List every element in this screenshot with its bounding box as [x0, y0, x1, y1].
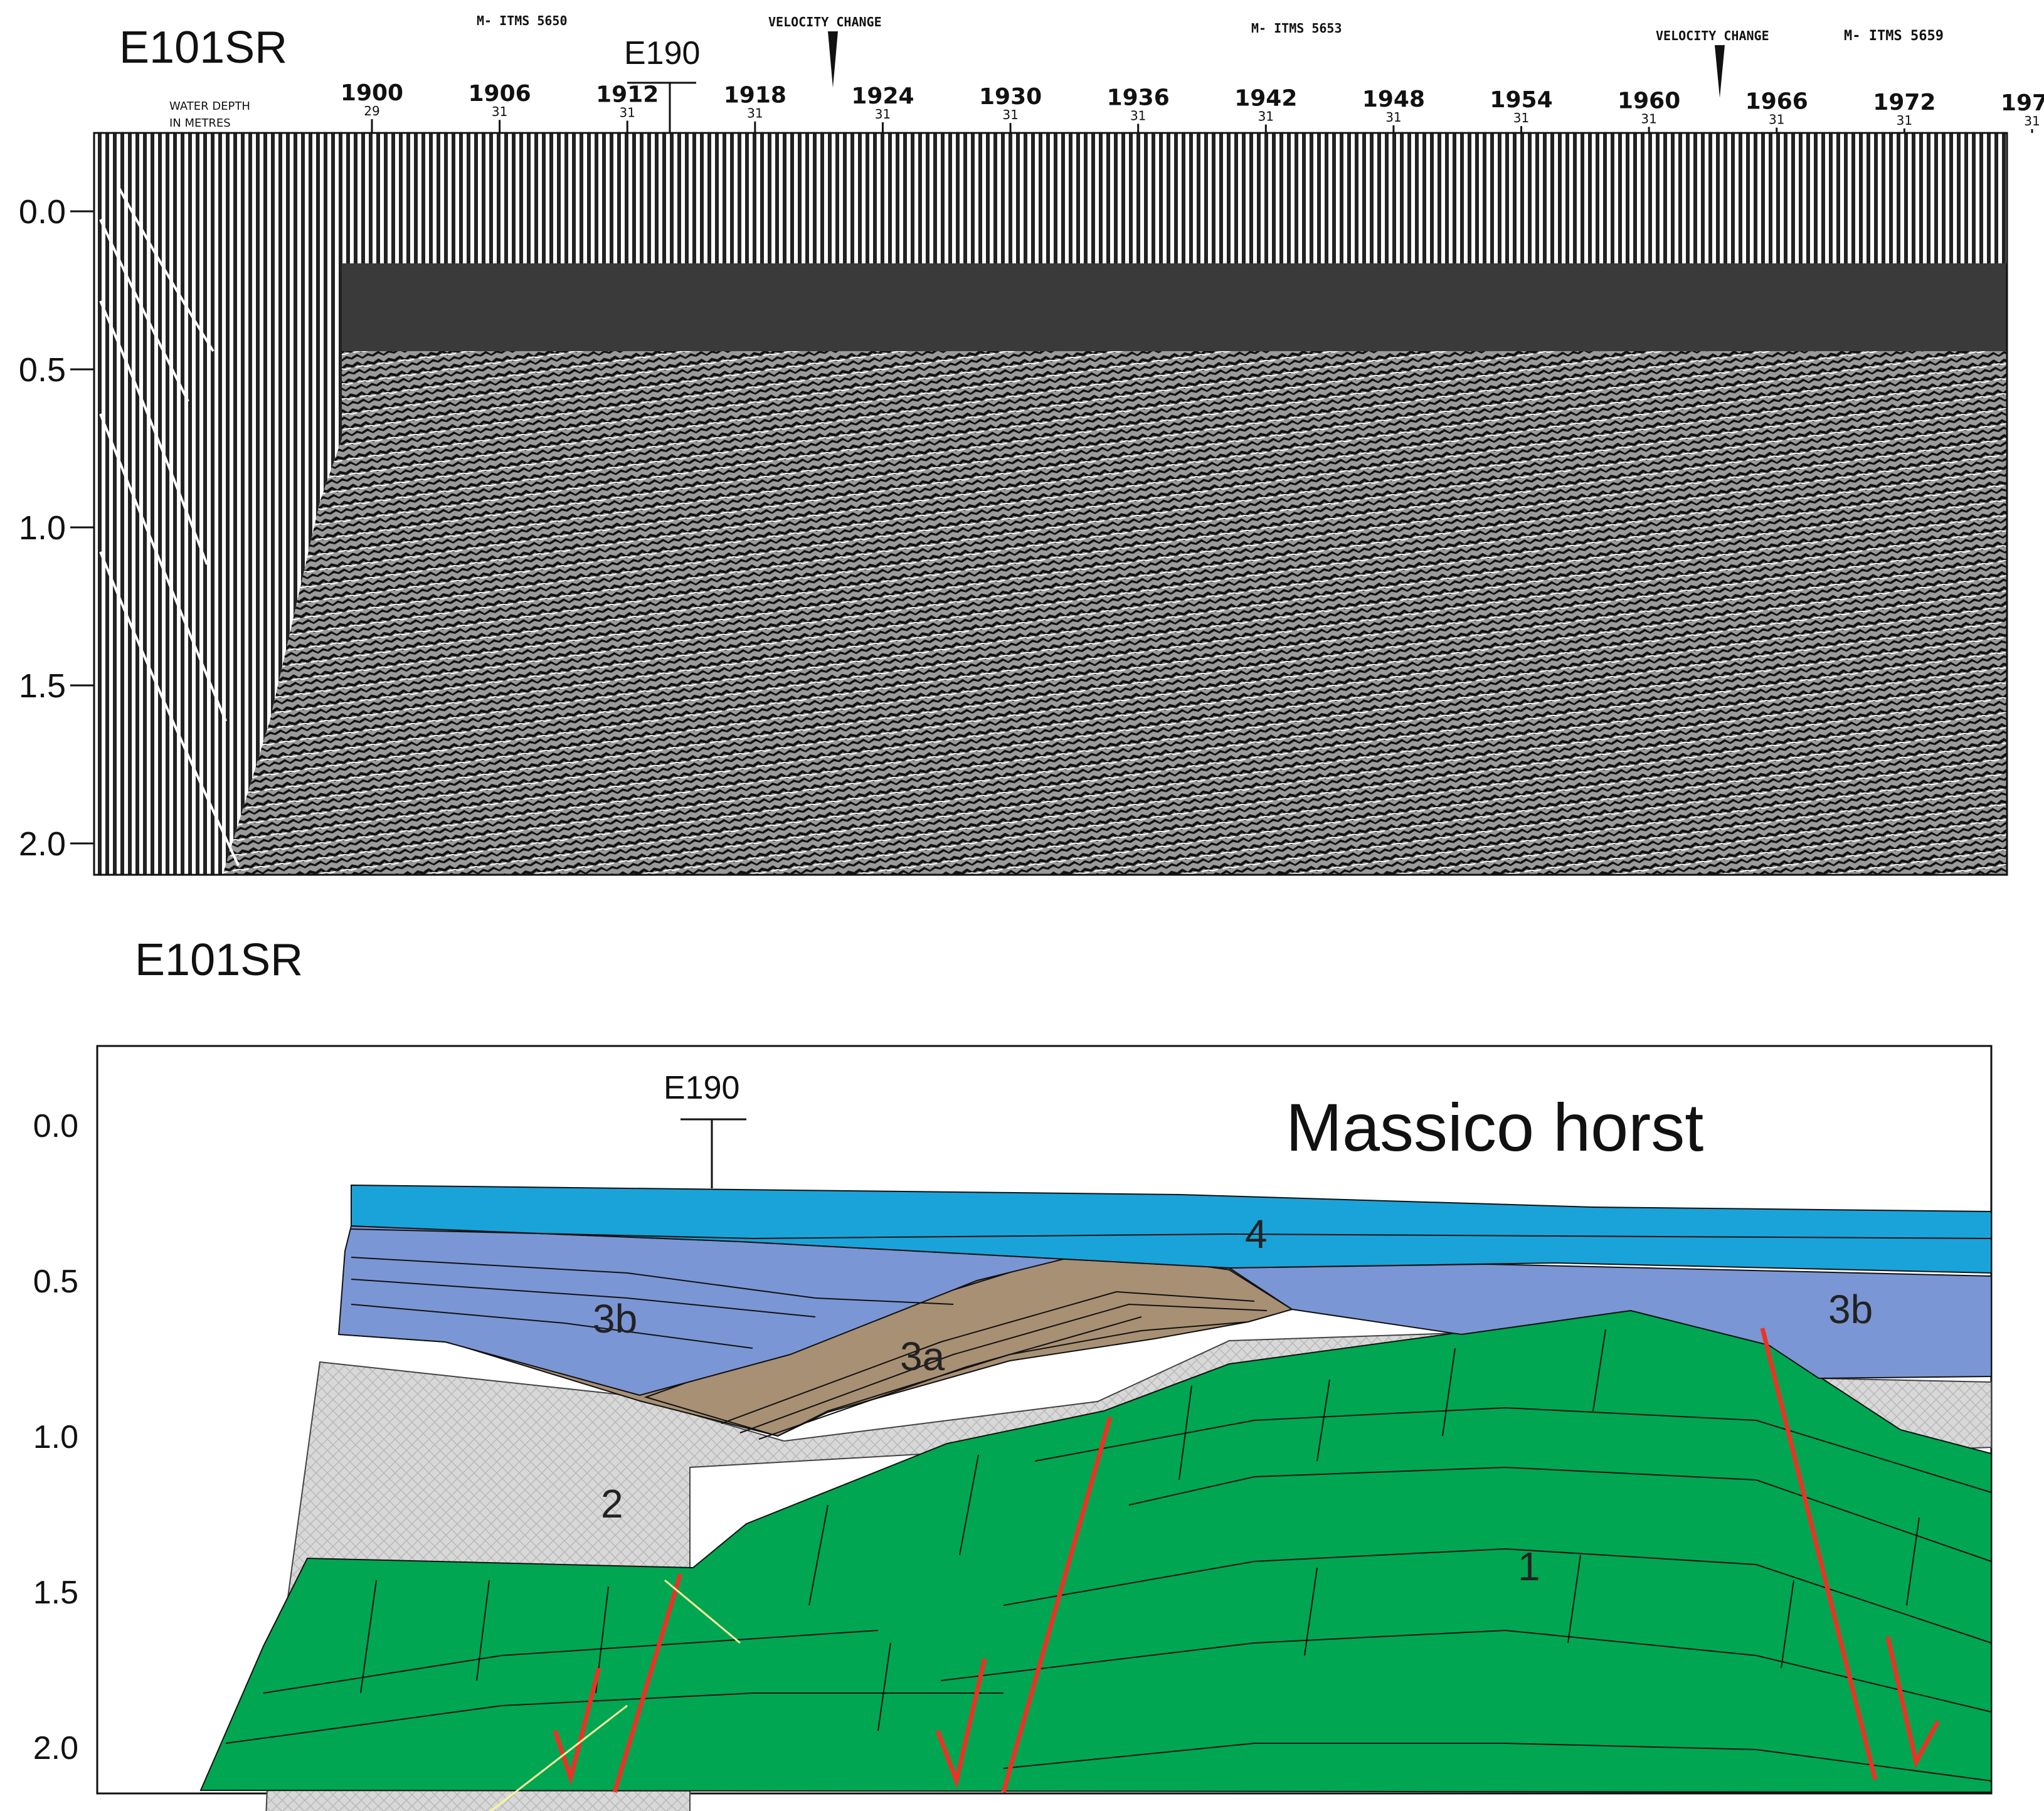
water-depth-value: 31	[2024, 114, 2040, 129]
water-depth-value: 31	[492, 104, 507, 119]
time-axis-label: 2.0	[33, 1730, 78, 1766]
cdp-station-labels: 1900291906311912311918311924311930311936…	[341, 80, 2044, 133]
cdp-label: 1930	[979, 84, 1042, 110]
fault-lines	[612, 1328, 1878, 1793]
velocity-change-label-left: VELOCITY CHANGE	[768, 14, 882, 29]
water-depth-value: 31	[1769, 112, 1784, 127]
time-axis-label: 0.5	[33, 1264, 78, 1300]
cdp-label: 1924	[851, 83, 914, 109]
interpretation-panel: E101SR 0.0 0.5 1.0 1.5 2.0	[33, 935, 1993, 1811]
top-panel-title: E101SR	[119, 23, 287, 73]
top-time-axis: 0.0 0.5 1.0 1.5 2.0	[19, 193, 94, 863]
water-depth-value: 31	[1258, 109, 1274, 124]
top-well-marker	[627, 82, 696, 140]
cdp-label: 1912	[596, 82, 659, 107]
time-axis-label: 2.0	[19, 825, 66, 863]
water-depth-value: 31	[1641, 111, 1656, 126]
time-axis-label: 1.0	[19, 509, 66, 547]
time-axis-label: 1.5	[19, 667, 66, 705]
cdp-label: 1906	[469, 81, 531, 107]
time-axis-label: 1.5	[33, 1575, 78, 1611]
unit-3b-label-left: 3b	[593, 1296, 637, 1341]
internal-reflectors	[225, 1228, 1992, 1782]
bottom-well-marker	[680, 1118, 746, 1188]
cdp-label: 1978	[2001, 90, 2044, 116]
m-itms-label-mid: M- ITMS 5653	[1251, 21, 1342, 36]
cdp-label: 1954	[1490, 87, 1552, 113]
seismic-mute-zone	[94, 133, 342, 875]
fault-highlights	[489, 1579, 741, 1811]
structure-label: Massico horst	[1286, 1089, 1703, 1165]
water-depth-value: 31	[1513, 110, 1529, 125]
velocity-change-arrow-left	[828, 31, 838, 88]
unit-2-label: 2	[601, 1481, 623, 1526]
seismic-reflections	[223, 351, 2007, 875]
cdp-label: 1960	[1618, 88, 1680, 114]
m-itms-label-left: M- ITMS 5650	[477, 13, 568, 28]
unit-4-label: 4	[1245, 1212, 1268, 1257]
water-depth-value: 31	[875, 107, 891, 122]
unit-1-layer	[199, 1309, 1992, 1793]
m-itms-label-right: M- ITMS 5659	[1844, 28, 1944, 44]
water-depth-unit-label: IN METRES	[169, 117, 231, 130]
cdp-label: 1936	[1107, 85, 1170, 110]
water-depth-value: 29	[364, 103, 379, 119]
unit-3b-layer	[337, 1225, 1992, 1397]
top-well-label: E190	[624, 35, 700, 71]
water-depth-value: 31	[1130, 108, 1146, 123]
refraction-arrivals	[99, 187, 240, 866]
bottom-panel-title: E101SR	[135, 935, 303, 985]
cdp-label: 1948	[1362, 87, 1425, 112]
water-depth-value: 31	[1385, 110, 1401, 125]
seismic-panel: E101SR M- ITMS 5650 VELOCITY CHANGE M- I…	[19, 13, 2044, 876]
bottom-well-label: E190	[664, 1070, 739, 1106]
cdp-label: 1918	[724, 83, 786, 108]
cdp-label: 1900	[341, 80, 403, 106]
time-axis-label: 1.0	[33, 1419, 78, 1455]
cdp-label: 1972	[1873, 90, 1935, 115]
time-axis-label: 0.0	[33, 1108, 78, 1144]
time-axis-label: 0.0	[19, 193, 66, 231]
water-depth-value: 31	[1897, 113, 1912, 128]
water-depth-value: 31	[1002, 107, 1018, 122]
seismic-section-border	[93, 132, 2008, 876]
cdp-label: 1966	[1745, 89, 1808, 115]
unit-3b-label-right: 3b	[1828, 1287, 1873, 1332]
water-depth-label: WATER DEPTH	[169, 100, 250, 113]
seismic-reflections-shallow	[342, 263, 2007, 351]
bottom-time-axis: 0.0 0.5 1.0 1.5 2.0	[33, 1108, 78, 1766]
unit-1-label: 1	[1518, 1544, 1540, 1589]
unit-3a-label: 3a	[900, 1334, 945, 1379]
fault-throw-arrows	[553, 1636, 1941, 1789]
velocity-change-label-right: VELOCITY CHANGE	[1656, 28, 1769, 43]
velocity-change-arrow-right	[1715, 45, 1725, 98]
water-depth-value: 31	[620, 105, 635, 120]
time-axis-label: 0.5	[19, 351, 66, 389]
water-depth-value: 31	[747, 106, 763, 121]
cdp-label: 1942	[1234, 86, 1297, 112]
